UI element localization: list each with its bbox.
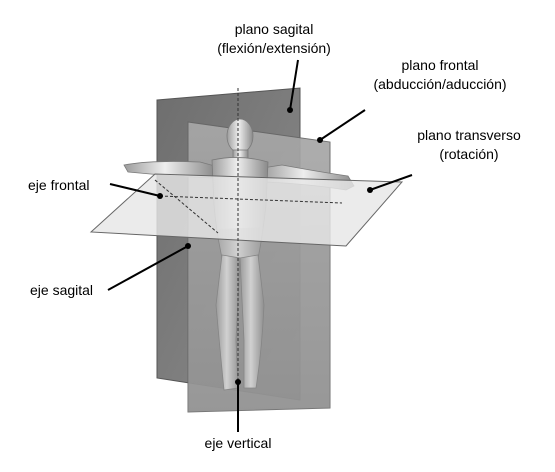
right-leg — [239, 254, 265, 389]
plano-transverso-title: plano transverso — [417, 127, 521, 143]
leader-plano-frontal — [319, 109, 366, 141]
left-leg — [215, 254, 241, 391]
leader-plano-transverso — [369, 174, 413, 191]
frontal-plane-front — [188, 225, 330, 412]
dot-eje-sagital — [185, 243, 191, 249]
plano-frontal-detail: (abducción/aducción) — [373, 76, 507, 92]
head — [226, 118, 254, 154]
label-eje-vertical: eje vertical — [204, 435, 272, 451]
plano-frontal-title: plano frontal — [401, 57, 479, 73]
leader-eje-frontal — [109, 183, 161, 197]
frontal-axis — [159, 195, 343, 204]
dot-plano-transverso — [367, 187, 373, 193]
plano-transverso-detail: (rotación) — [439, 146, 499, 162]
plano-sagital-title: plano sagital — [234, 21, 314, 37]
label-plano-transverso: plano transverso (rotación) — [394, 126, 544, 164]
dot-eje-vertical — [235, 379, 241, 385]
transverse-plane — [89, 173, 404, 247]
leader-plano-sagital — [289, 59, 299, 111]
leader-eje-sagital — [107, 245, 189, 291]
label-eje-frontal: eje frontal — [28, 177, 90, 193]
dot-plano-sagital — [287, 107, 293, 113]
label-plano-sagital: plano sagital (flexión/extensión) — [194, 20, 354, 58]
dot-plano-frontal — [317, 137, 323, 143]
dot-eje-frontal — [157, 193, 163, 199]
sagittal-axis — [154, 179, 219, 234]
label-eje-sagital: eje sagital — [30, 282, 94, 298]
label-plano-frontal: plano frontal (abducción/aducción) — [360, 56, 520, 94]
plano-sagital-detail: (flexión/extensión) — [217, 40, 331, 56]
